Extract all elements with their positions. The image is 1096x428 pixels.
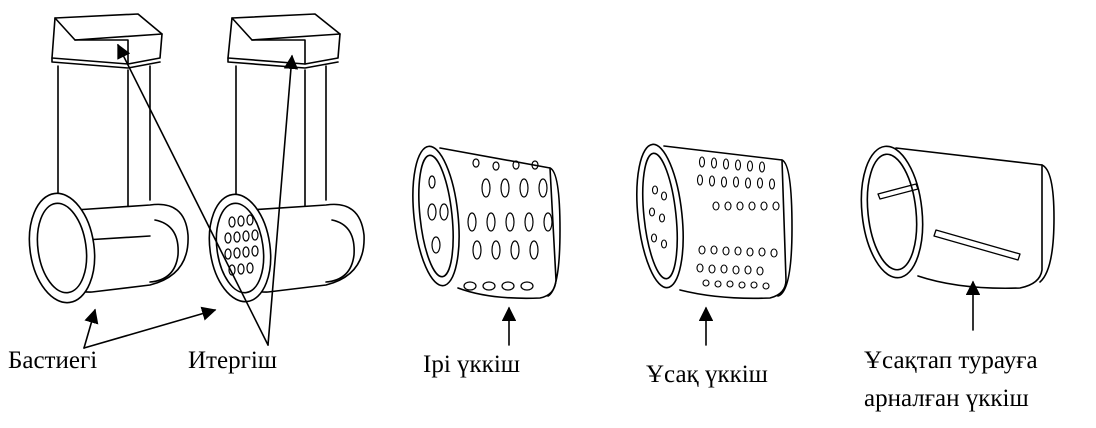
slicing-drum xyxy=(855,143,1054,288)
pusher-head-2 xyxy=(228,14,340,64)
arrow-housing-1 xyxy=(84,308,99,348)
attachment-assembly-left xyxy=(23,14,188,307)
label-coarse-grater: Ірі үккіш xyxy=(423,351,521,378)
arrow-housing-2 xyxy=(84,306,217,348)
label-slicer-line1: Ұсақтап турауға xyxy=(864,347,1038,374)
slicing-blade-lower xyxy=(934,230,1020,260)
fine-drum xyxy=(631,142,792,298)
chute-body xyxy=(58,66,150,225)
attachment-assembly-right xyxy=(203,14,364,306)
arrow-pusher-2 xyxy=(268,54,299,345)
label-fine-grater: Ұсақ үккіш xyxy=(646,361,768,388)
arrow-pusher-1 xyxy=(118,43,268,345)
label-slicer-line2: арналған үккіш xyxy=(864,385,1029,412)
label-pusher: Итергіш xyxy=(188,347,278,374)
callout-arrows xyxy=(84,43,981,348)
slicing-blade-upper xyxy=(878,184,918,199)
coarse-drum xyxy=(407,144,560,298)
label-housing: Бастиегі xyxy=(8,347,98,374)
pusher-head xyxy=(52,14,162,64)
